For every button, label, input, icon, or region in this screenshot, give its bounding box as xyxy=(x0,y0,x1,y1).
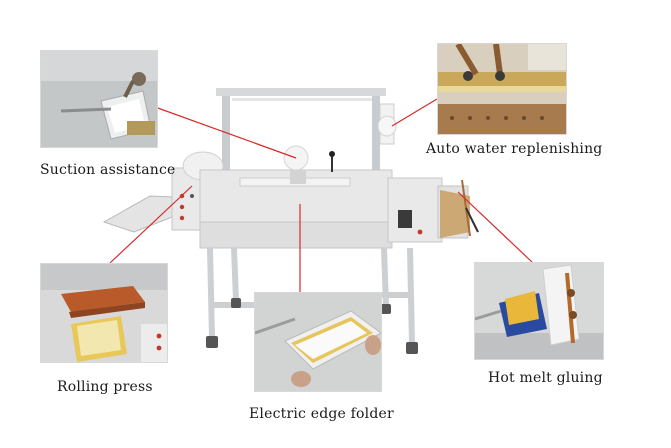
leader-lines xyxy=(109,98,533,292)
machine-main-body xyxy=(199,145,393,249)
electric-edge-folder-label: Electric edge folder xyxy=(249,406,394,422)
suction-assistance-label: Suction assistance xyxy=(40,162,176,178)
water-tank xyxy=(377,103,397,145)
rolling-press-label: Rolling press xyxy=(57,379,153,395)
auto-water-replenishing-label: Auto water replenishing xyxy=(426,141,603,157)
caster-wheels xyxy=(206,298,418,354)
rolling-press-photo xyxy=(40,263,168,363)
machine-right-section xyxy=(387,177,479,243)
hot-melt-gluing-label: Hot melt gluing xyxy=(488,370,603,386)
electric-edge-folder-photo xyxy=(254,292,382,392)
auto-water-replenishing-photo xyxy=(437,43,567,135)
suction-assistance-photo xyxy=(40,50,158,148)
overhead-gantry xyxy=(216,88,386,182)
hot-melt-gluing-photo xyxy=(474,262,604,360)
